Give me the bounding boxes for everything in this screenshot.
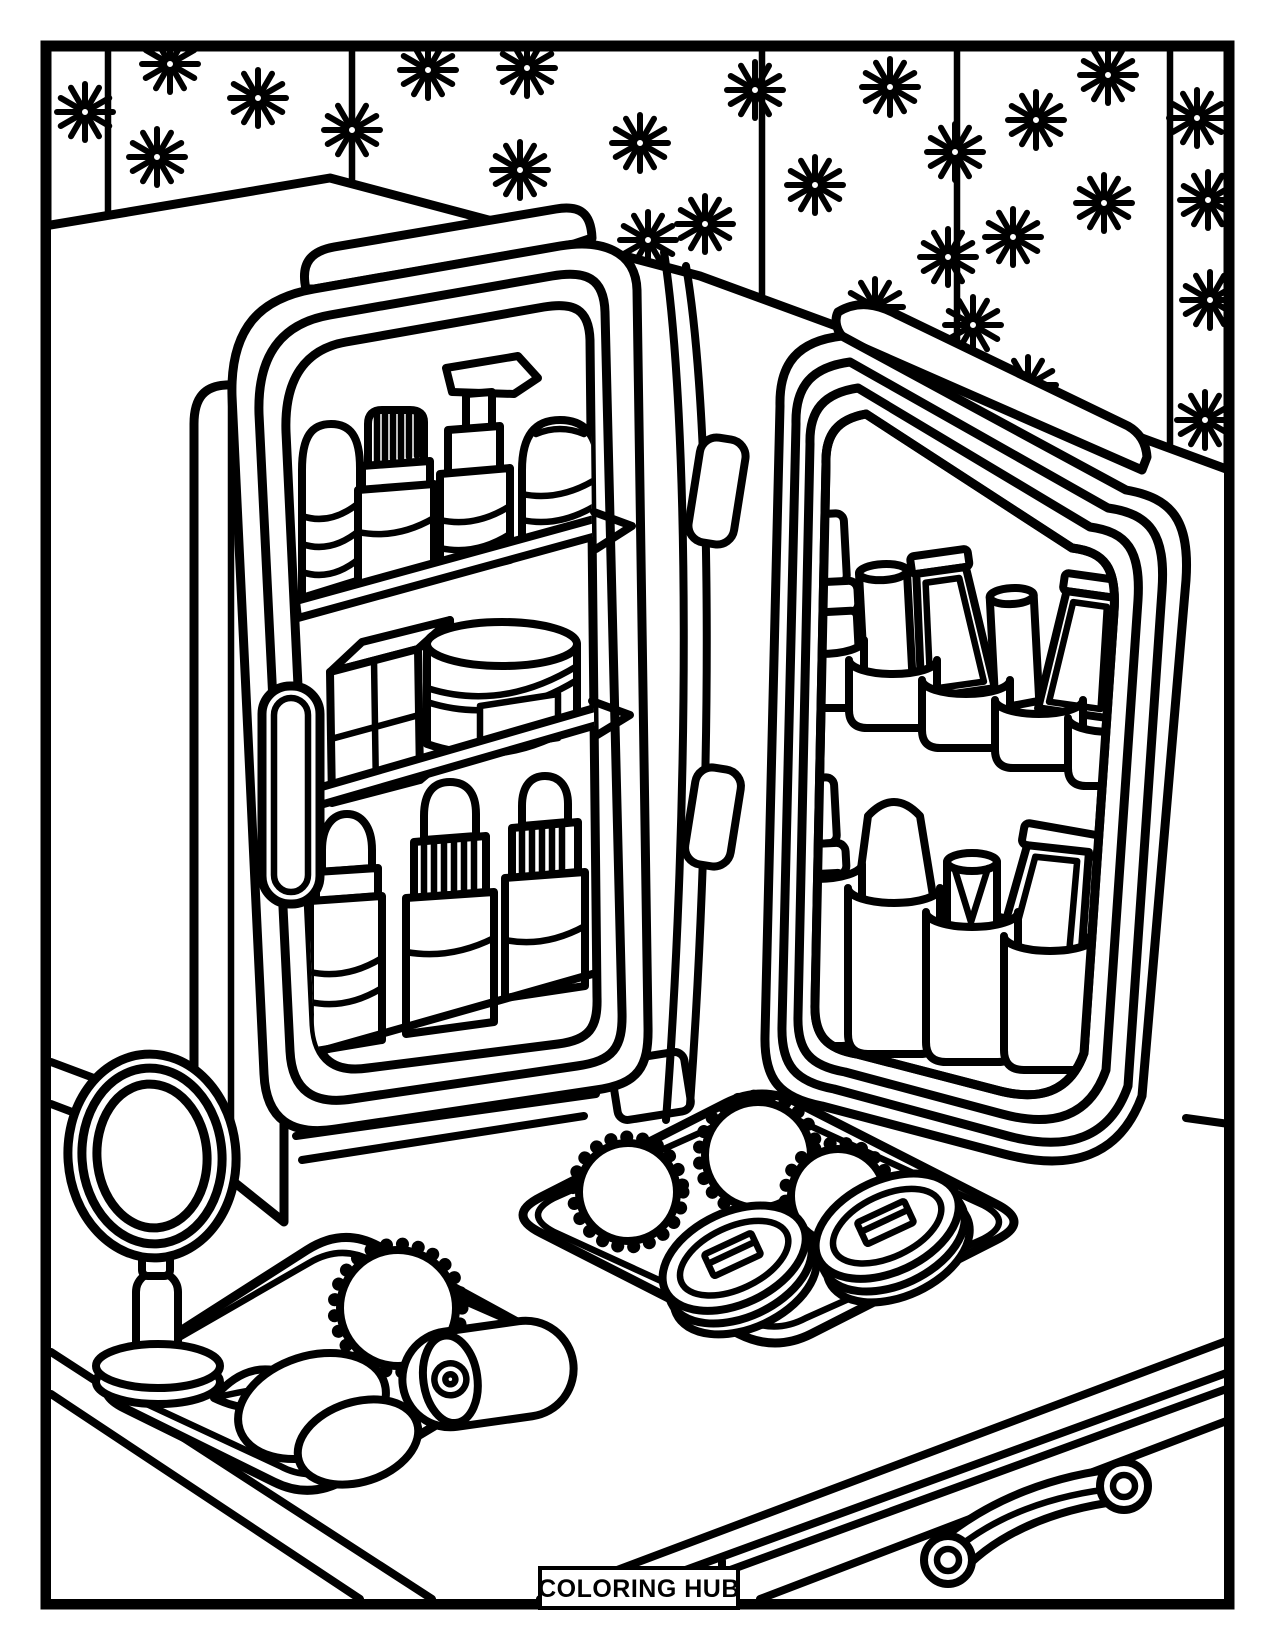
brand-label: COLORING HUB bbox=[538, 1566, 740, 1610]
mirror-base-top bbox=[92, 1340, 224, 1392]
fridge-body-inset bbox=[254, 269, 627, 1105]
brand-label-box bbox=[538, 1566, 740, 1610]
fridge-right-door bbox=[760, 300, 1192, 1166]
fridge-base-line bbox=[292, 1090, 600, 1140]
skincare-mini-fridge bbox=[189, 203, 1192, 1227]
hinge-edge-line bbox=[660, 248, 688, 1124]
drawer-handle-mount-left bbox=[920, 1532, 976, 1588]
rolled-towel bbox=[398, 1316, 578, 1432]
left-tray-group bbox=[101, 1232, 578, 1495]
pump-bottle bbox=[436, 352, 542, 580]
dome-bottle bbox=[518, 416, 598, 549]
top-shelf-products bbox=[298, 352, 598, 602]
right-door-inset-2 bbox=[793, 383, 1143, 1124]
spa-stones bbox=[234, 1348, 423, 1489]
dropper-bottle-2 bbox=[402, 778, 498, 1038]
drawer-handle bbox=[920, 1458, 1152, 1588]
center-tray-group bbox=[518, 1089, 1019, 1348]
brand-label-text: COLORING HUB bbox=[538, 1575, 740, 1603]
right-door-inset-1 bbox=[777, 357, 1168, 1147]
dropper-bottle-1 bbox=[306, 810, 386, 1056]
shelf-2-end bbox=[588, 697, 634, 741]
vanity-mirror bbox=[63, 1049, 241, 1408]
fridge-hinge-bottom bbox=[681, 763, 745, 871]
fridge-floor-edge bbox=[296, 969, 598, 1061]
dropper-bottles bbox=[306, 772, 589, 1056]
dropper-bottle-3 bbox=[501, 772, 589, 1002]
fridge-hinge-top bbox=[684, 433, 750, 549]
counter-front-edge-right bbox=[536, 1337, 1224, 1599]
lotion-bottle bbox=[298, 420, 364, 602]
slipper-sole-1 bbox=[658, 1201, 821, 1339]
spa-slippers bbox=[566, 1089, 974, 1339]
fridge-opening bbox=[281, 301, 602, 1074]
right-door-top-face bbox=[831, 300, 1152, 475]
fridge-shelves bbox=[290, 352, 598, 1061]
lipstick-2 bbox=[985, 583, 1044, 714]
mirror-frame bbox=[63, 1049, 241, 1263]
right-door-panel-edge bbox=[810, 409, 1119, 1100]
mirror-glass bbox=[92, 1079, 212, 1233]
slipper-buckle-2 bbox=[854, 1198, 917, 1248]
slipper-buckle-1 bbox=[701, 1230, 764, 1280]
ribbed-cap-bottle bbox=[354, 406, 438, 589]
fridge-top-face bbox=[300, 203, 597, 294]
fridge-interior-handle bbox=[257, 681, 325, 909]
fridge-base-line-2 bbox=[298, 1112, 588, 1164]
counter-front-edge-right-2 bbox=[602, 1369, 1224, 1599]
counter-front-edge-left-2 bbox=[51, 1390, 364, 1599]
drawer-handle-mount-right bbox=[1096, 1458, 1152, 1514]
counter-back-edge-right bbox=[1182, 1114, 1224, 1128]
shelf-1-end bbox=[590, 508, 636, 553]
drawer-top-edge bbox=[718, 1385, 1224, 1577]
slipper-sole-2 bbox=[811, 1169, 974, 1307]
hinge-edge-line-2 bbox=[682, 262, 711, 1109]
cone-bottle bbox=[852, 798, 938, 916]
shelf-1 bbox=[292, 509, 598, 622]
